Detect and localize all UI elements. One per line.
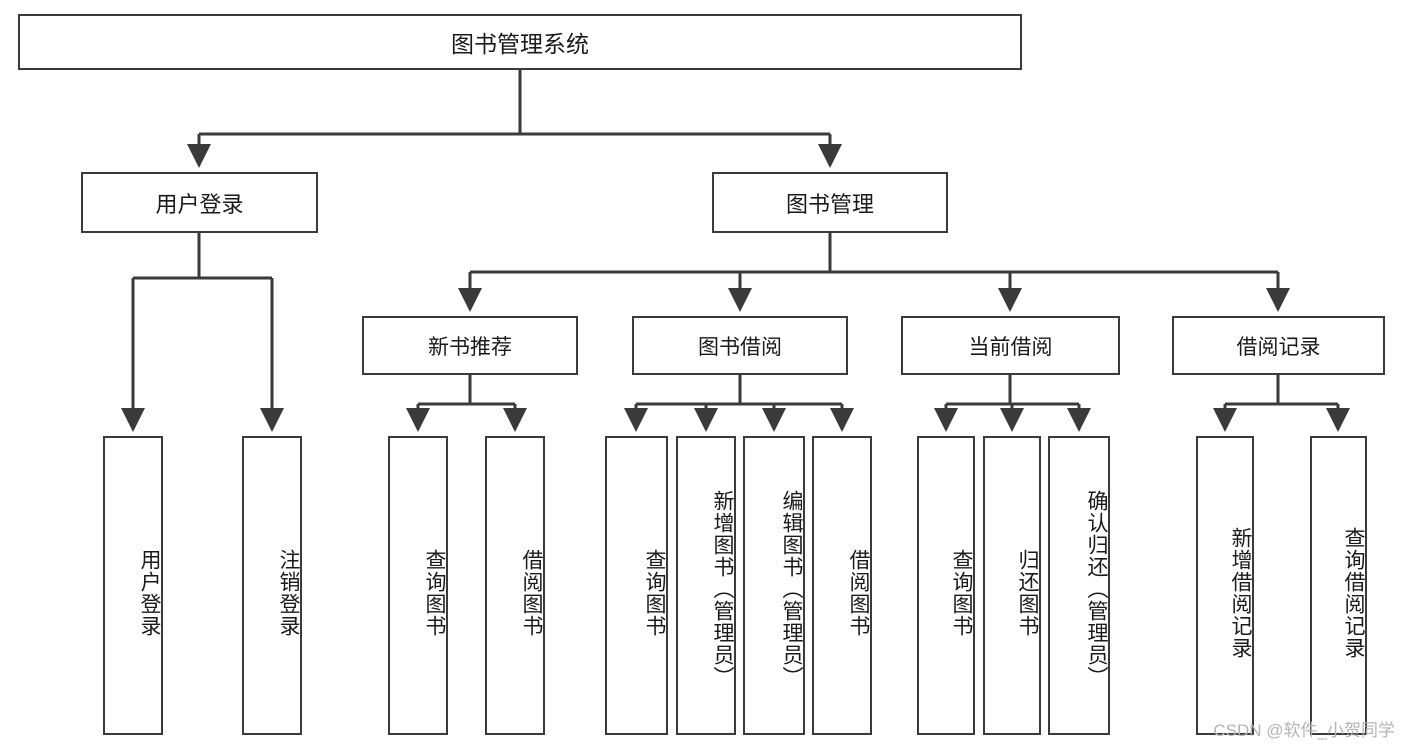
node-new-book-recommend[interactable]: 新书推荐 [362,316,578,375]
node-leaf-borrow-book-rec-label: 借阅图书 [520,548,543,637]
node-leaf-query-book-borrow-label: 查询图书 [643,548,666,637]
node-leaf-borrow-book-rec[interactable]: 借阅图书 [485,436,545,735]
node-leaf-user-login[interactable]: 用户登录 [103,436,163,735]
node-leaf-edit-book[interactable]: 编辑图书（管理员） [743,436,805,735]
node-book-borrow-label: 图书借阅 [698,335,782,359]
node-leaf-query-book-borrow[interactable]: 查询图书 [605,436,668,735]
node-current-borrow-label: 当前借阅 [968,335,1053,359]
node-leaf-borrow-book-label: 借阅图书 [847,548,870,637]
node-leaf-query-book-rec[interactable]: 查询图书 [388,436,448,735]
node-leaf-return-book-label: 归还图书 [1016,548,1039,637]
node-user-login[interactable]: 用户登录 [81,172,318,233]
node-leaf-user-login-label: 用户登录 [138,548,161,637]
node-leaf-edit-book-label: 编辑图书（管理员） [780,489,803,688]
node-leaf-query-book-cur[interactable]: 查询图书 [917,436,975,735]
node-book-manage[interactable]: 图书管理 [712,172,948,233]
node-book-borrow[interactable]: 图书借阅 [632,316,848,375]
node-leaf-add-book[interactable]: 新增图书（管理员） [676,436,736,735]
watermark-text: CSDN @软件_小贺同学 [1213,721,1395,740]
node-leaf-add-record-label: 新增借阅记录 [1229,526,1252,659]
node-leaf-user-logout[interactable]: 注销登录 [242,436,302,735]
node-root[interactable]: 图书管理系统 [18,14,1022,70]
node-book-manage-label: 图书管理 [785,191,874,217]
node-leaf-query-book-cur-label: 查询图书 [950,548,973,637]
node-leaf-query-record-label: 查询借阅记录 [1342,526,1365,659]
node-leaf-user-logout-label: 注销登录 [277,548,300,637]
node-leaf-query-record[interactable]: 查询借阅记录 [1310,436,1367,735]
node-root-label: 图书管理系统 [451,31,589,57]
node-current-borrow[interactable]: 当前借阅 [901,316,1120,375]
node-leaf-borrow-book[interactable]: 借阅图书 [812,436,872,735]
node-leaf-confirm-return-label: 确认归还（管理员） [1085,489,1108,688]
node-borrow-record-label: 借阅记录 [1236,335,1321,359]
node-leaf-query-book-rec-label: 查询图书 [423,548,446,637]
node-leaf-confirm-return[interactable]: 确认归还（管理员） [1048,436,1110,735]
node-user-login-label: 用户登录 [155,191,244,217]
node-leaf-add-book-label: 新增图书（管理员） [711,489,734,688]
node-new-book-recommend-label: 新书推荐 [428,335,512,359]
node-borrow-record[interactable]: 借阅记录 [1172,316,1385,375]
node-leaf-return-book[interactable]: 归还图书 [983,436,1041,735]
node-leaf-add-record[interactable]: 新增借阅记录 [1196,436,1254,735]
